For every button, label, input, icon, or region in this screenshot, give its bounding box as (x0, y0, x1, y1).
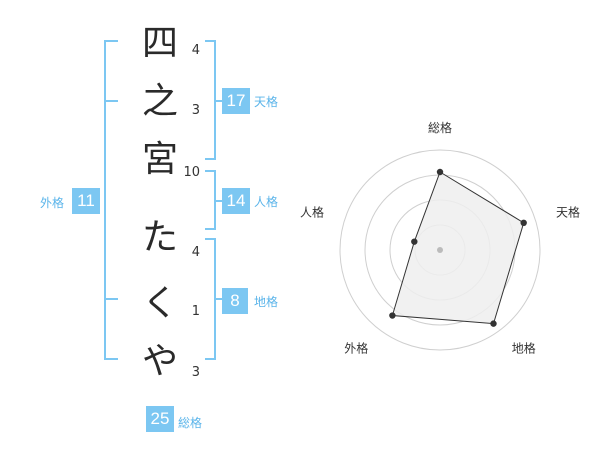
radar-point-4 (389, 312, 396, 319)
name-char-2: 之 (141, 81, 178, 122)
soukaku-label: 総格 (178, 416, 203, 430)
name-char-4: た (141, 217, 178, 258)
stroke-count-3: 10 (183, 165, 200, 180)
radar-axis-label-2: 天格 (556, 204, 580, 219)
radar-data-polygon (391, 171, 525, 325)
chikaku-value-badge: 8 (222, 288, 248, 314)
radar-axis-label-5: 人格 (300, 204, 324, 219)
name-char-1: 四 (141, 23, 178, 64)
gaikaku-label: 外格 (40, 196, 65, 210)
radar-axis-label-3: 地格 (512, 341, 536, 356)
soukaku-value-badge: 25 (146, 406, 174, 432)
radar-center-point (437, 247, 443, 253)
stroke-count-4: 4 (191, 245, 200, 260)
jinkaku-value-badge: 14 (222, 188, 250, 214)
radar-axis-label-1: 総格 (428, 120, 452, 135)
radar-point-3 (490, 320, 497, 327)
name-char-5: く (141, 283, 178, 324)
name-char-6: や (141, 341, 178, 382)
stroke-count-1: 4 (191, 43, 200, 58)
name-char-3: 宮 (141, 139, 178, 180)
tenkaku-label: 天格 (254, 95, 279, 109)
jinkaku-label: 人格 (254, 195, 279, 209)
chikaku-label: 地格 (254, 295, 279, 309)
tenkaku-value-badge: 17 (222, 88, 250, 114)
radar-grid-ring (339, 149, 541, 351)
stroke-count-6: 3 (191, 365, 200, 380)
stroke-count-5: 1 (191, 304, 200, 319)
radar-point-5 (411, 238, 418, 245)
radar-axis-label-4: 外格 (344, 341, 368, 356)
stroke-count-2: 3 (191, 103, 200, 118)
gaikaku-value-badge: 11 (72, 188, 100, 214)
radar-point-1 (436, 168, 444, 176)
radar-point-2 (520, 219, 527, 227)
